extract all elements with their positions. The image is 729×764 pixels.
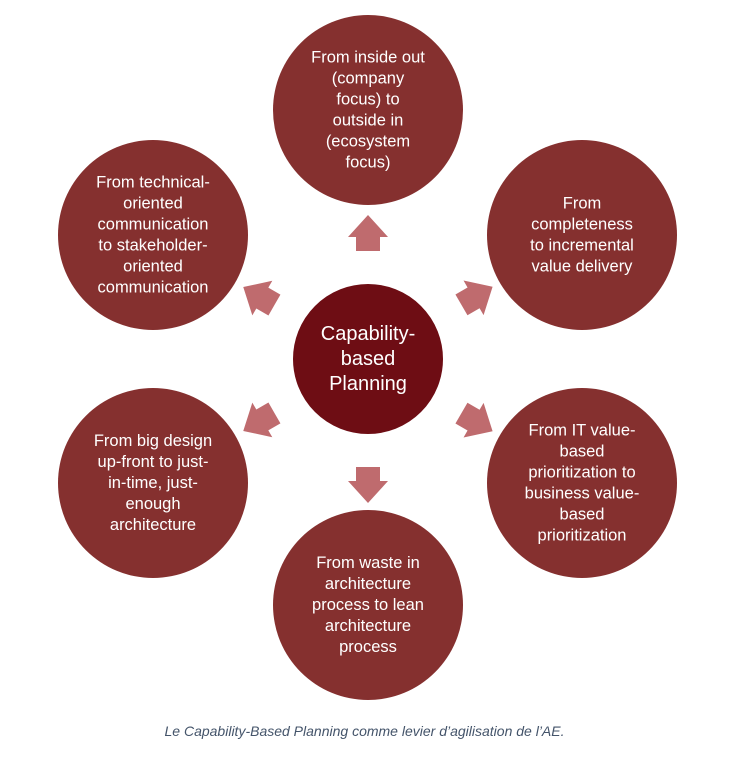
node-bottom-line: architecture — [325, 575, 411, 593]
node-top-left-line: oriented — [123, 258, 183, 276]
node-bottom-left: From big design up-front to just-in-time,… — [58, 388, 248, 578]
node-bottom-left-line: in-time, just- — [108, 474, 198, 492]
node-bottom-right-line: prioritization to — [528, 464, 635, 482]
node-bottom-right: From IT value-based prioritization to busi… — [487, 388, 677, 578]
node-bottom-left-line: up-front to just- — [98, 453, 209, 471]
node-bottom-line: process — [339, 638, 397, 656]
node-top-right-line: value delivery — [532, 258, 634, 276]
node-bottom-line: process to lean — [312, 596, 424, 614]
node-top-left-line: to stakeholder- — [98, 237, 207, 255]
node-bottom-left-circle — [58, 388, 248, 578]
node-bottom-circle — [273, 510, 463, 700]
node-top-right-line: completeness — [531, 216, 633, 234]
arrow-to-top-right-icon — [455, 280, 493, 316]
node-bottom-right-circle — [487, 388, 677, 578]
nodes-group: From inside out (company focus) to outside … — [58, 15, 677, 700]
capability-planning-diagram: From inside out (company focus) to outside … — [58, 15, 677, 700]
arrow-to-bottom-left-icon — [243, 402, 281, 438]
node-top-line: outside in — [333, 112, 404, 130]
node-top-right-circle — [487, 140, 677, 330]
node-top-right-line: From — [563, 195, 602, 213]
node-bottom-left-line: architecture — [110, 516, 196, 534]
node-top: From inside out (company focus) to outside … — [273, 15, 463, 205]
center-line: Planning — [329, 373, 407, 395]
arrows-group — [243, 215, 493, 503]
node-bottom: From waste in architecture process to lean… — [273, 510, 463, 700]
node-top-left-line: From technical- — [96, 174, 210, 192]
node-bottom-right-line: based — [560, 506, 605, 524]
node-bottom-line: architecture — [325, 617, 411, 635]
arrow-to-top-icon — [348, 215, 388, 251]
node-top-line: focus) — [346, 154, 391, 172]
arrow-to-bottom-right-icon — [455, 402, 493, 438]
node-bottom-right-line: business value- — [525, 485, 640, 503]
node-top-left-circle — [58, 140, 248, 330]
node-bottom-left-line: enough — [125, 495, 180, 513]
center-line: based — [341, 348, 396, 370]
center-circle — [291, 282, 445, 436]
arrow-to-bottom-icon — [348, 467, 388, 503]
node-top-left-line: oriented — [123, 195, 183, 213]
node-top-right-line: to incremental — [530, 237, 634, 255]
arrow-to-top-left-icon — [243, 280, 281, 316]
node-top-line: focus) to — [336, 91, 399, 109]
node-top-left: From technical-oriented communication to s… — [58, 140, 248, 330]
node-top-circle — [273, 15, 463, 205]
node-top-left-line: communication — [98, 216, 209, 234]
node-top-line: From inside out — [311, 49, 425, 67]
node-bottom-left-line: From big design — [94, 432, 212, 450]
node-top-left-line: communication — [98, 279, 209, 297]
node-top-line: (ecosystem — [326, 133, 410, 151]
node-bottom-right-line: based — [560, 443, 605, 461]
diagram-caption: Le Capability-Based Planning comme levie… — [164, 723, 565, 739]
node-top-right: From completeness to incremental value deli… — [487, 140, 677, 330]
node-bottom-right-line: prioritization — [538, 527, 627, 545]
center-line: Capability- — [321, 323, 415, 345]
node-bottom-right-line: From IT value- — [529, 422, 636, 440]
node-bottom-line: From waste in — [316, 554, 420, 572]
node-top-line: (company — [332, 70, 405, 88]
